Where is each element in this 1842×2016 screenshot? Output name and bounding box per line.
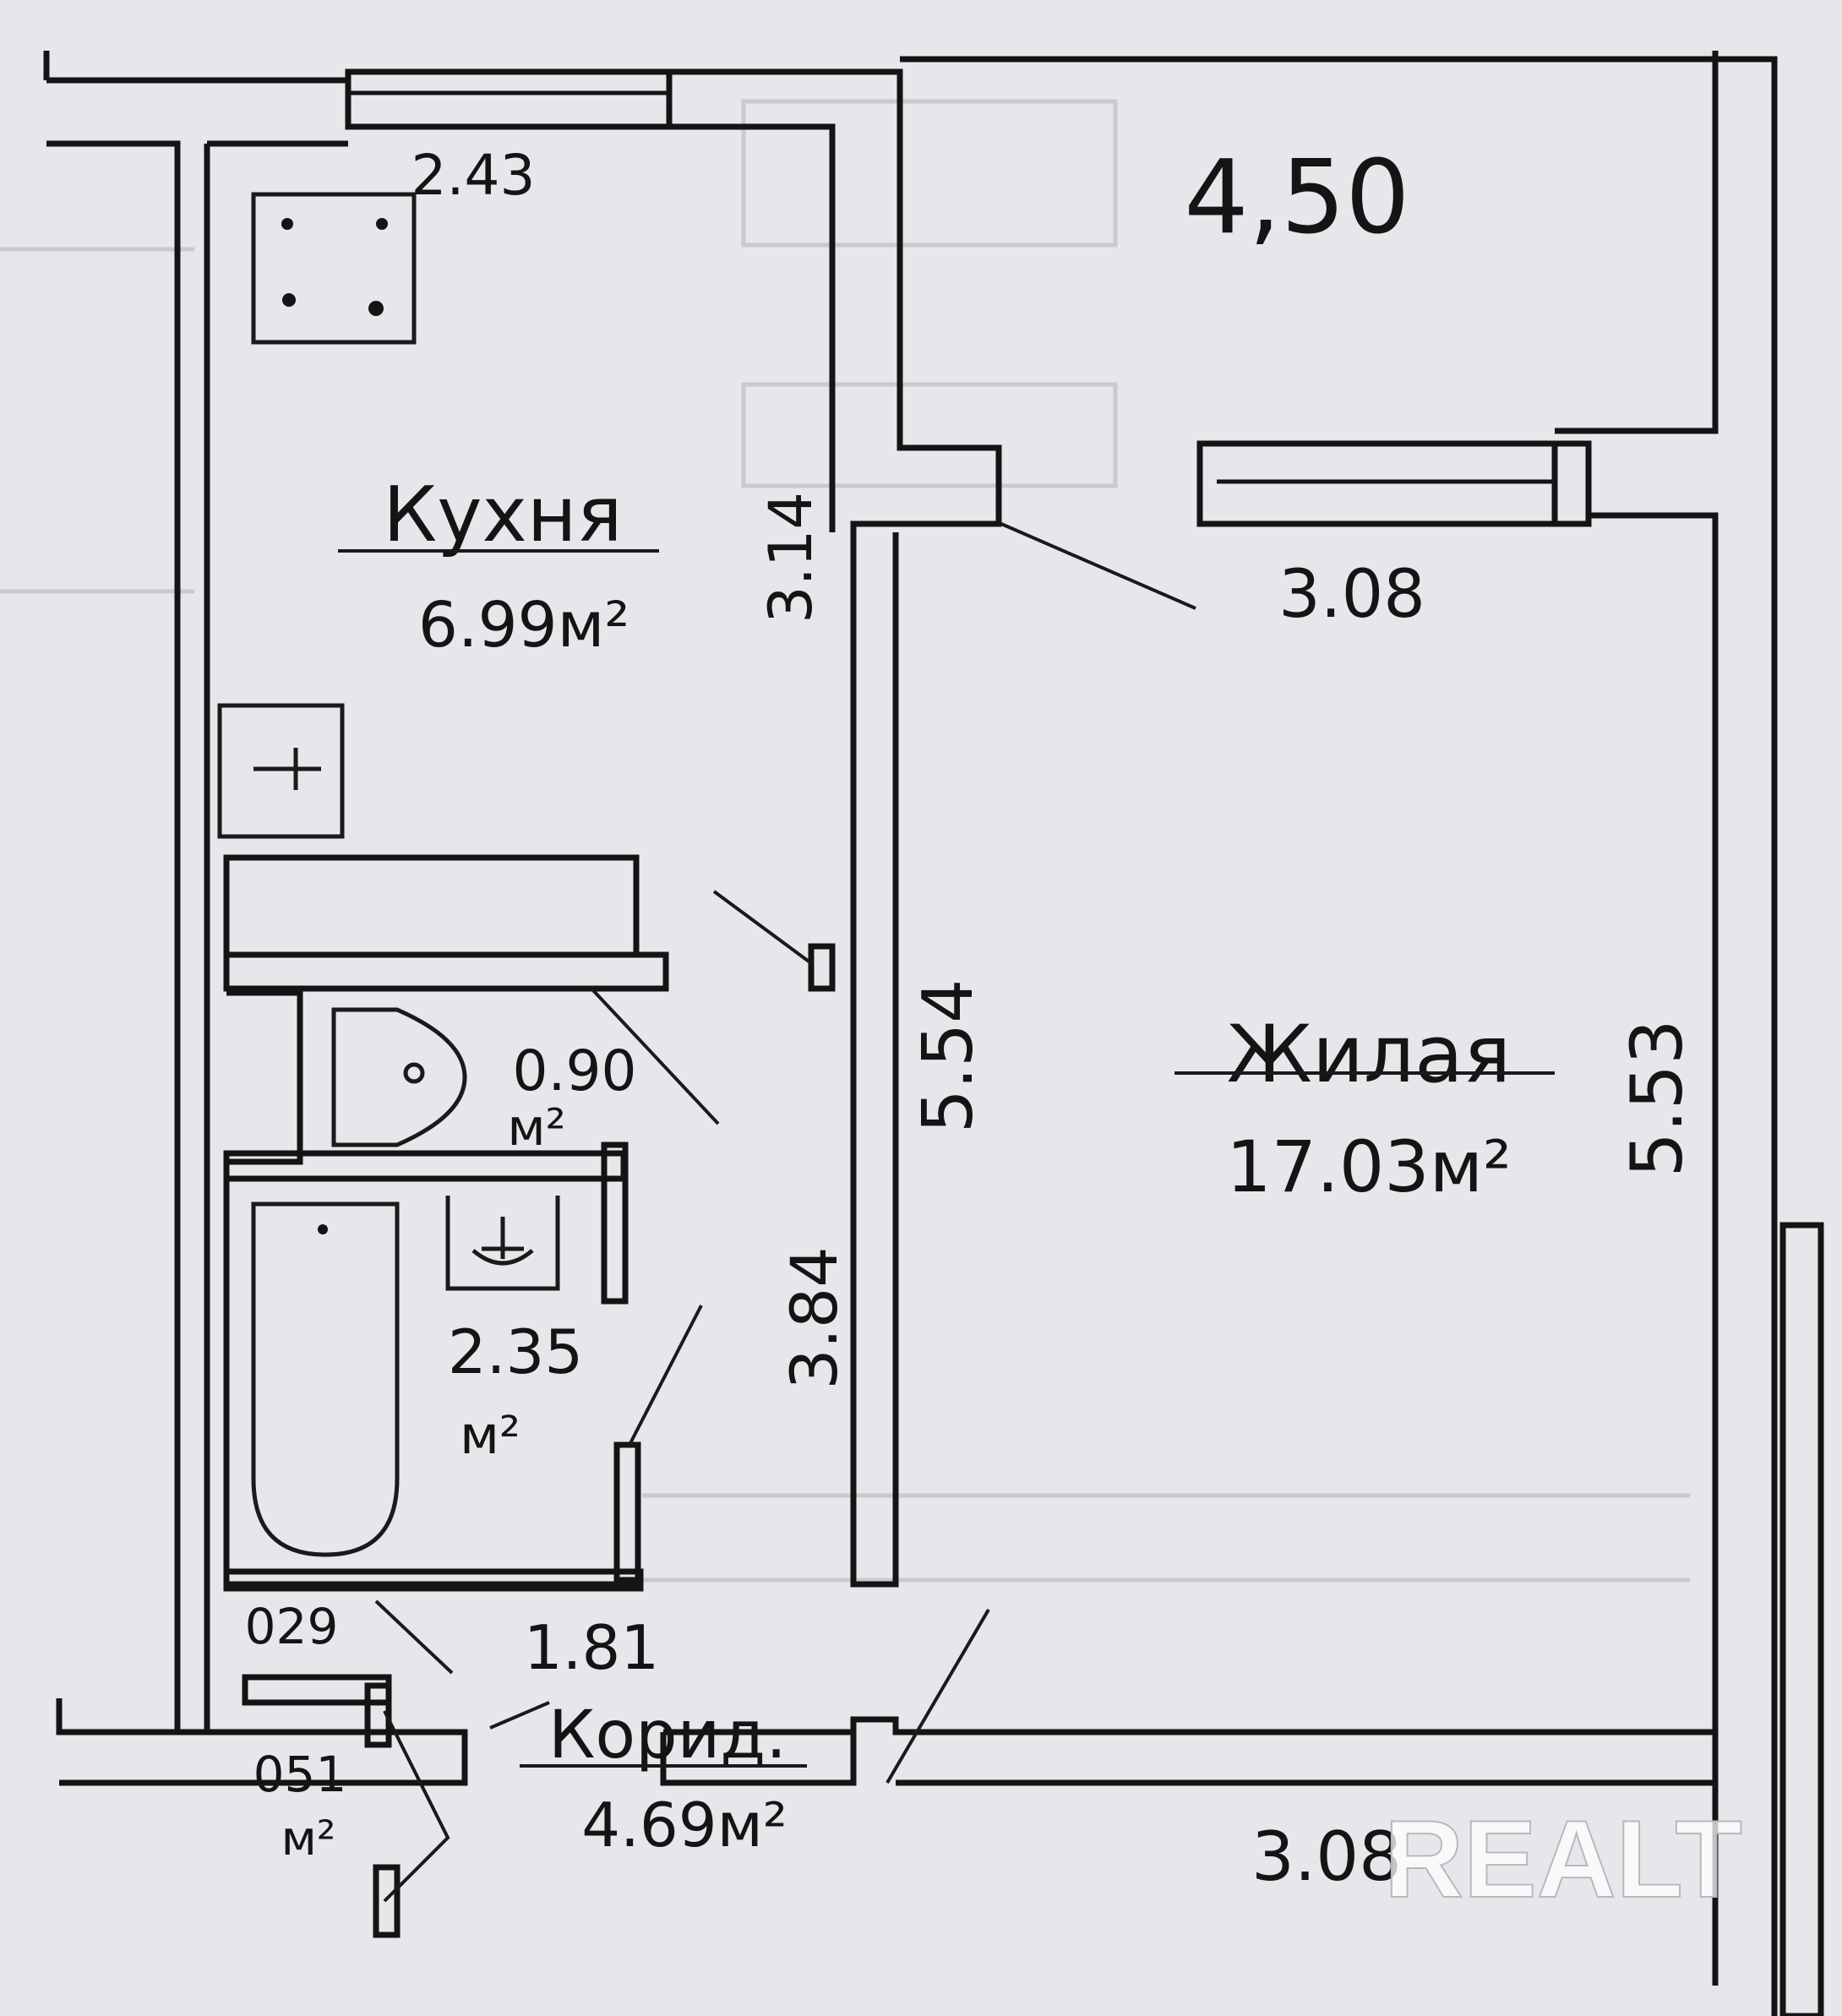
wc-unit-label: м²	[507, 1098, 565, 1158]
corridor-length-label: 3.84	[777, 1246, 852, 1389]
kitchen-area-label: 6.99м²	[418, 589, 629, 662]
closet-area-label: 051	[253, 1746, 347, 1803]
cooker	[251, 192, 417, 345]
bath-unit-label: м²	[460, 1404, 520, 1466]
door-swings	[374, 522, 1196, 1903]
kitchen-name-label: Кухня	[383, 471, 622, 559]
wc-area-label: 0.90	[513, 1038, 637, 1103]
background-form-lines	[0, 99, 1690, 1583]
fixtures	[251, 192, 560, 1557]
realt-watermark: REALT	[1384, 1797, 1742, 1921]
kitchen-width-label: 2.43	[411, 143, 536, 208]
closet-width-label: 029	[245, 1598, 339, 1655]
corridor-area-label: 4.69м²	[581, 1790, 787, 1861]
walls	[43, 51, 1824, 2016]
bath-area-label: 2.35	[448, 1316, 583, 1387]
closet-unit-label: м²	[281, 1812, 336, 1866]
living-name-label: Жилая	[1227, 1009, 1512, 1101]
balcony-length-label: 4,50	[1184, 139, 1409, 257]
stove	[217, 703, 345, 839]
corridor-width-label: 1.81	[524, 1612, 659, 1683]
kitchen-side-label: 3.14	[756, 492, 826, 624]
living-area-label: 17.03м²	[1226, 1125, 1512, 1208]
bathtub	[251, 1201, 400, 1557]
living-width-bottom-label: 3.08	[1251, 1817, 1402, 1896]
sink	[445, 1196, 560, 1291]
living-length-label: 5.53	[1616, 1019, 1698, 1177]
toilet	[331, 1007, 467, 1147]
corridor-name-label: Корид.	[548, 1697, 787, 1774]
labels: 2.43 4,50 Кухня 6.99м² 3.14 3.08 0.90 м²…	[245, 139, 1698, 1896]
corridor-wall-label: 5.54	[908, 979, 989, 1134]
living-width-top-label: 3.08	[1278, 557, 1425, 633]
partitions	[217, 703, 836, 1938]
